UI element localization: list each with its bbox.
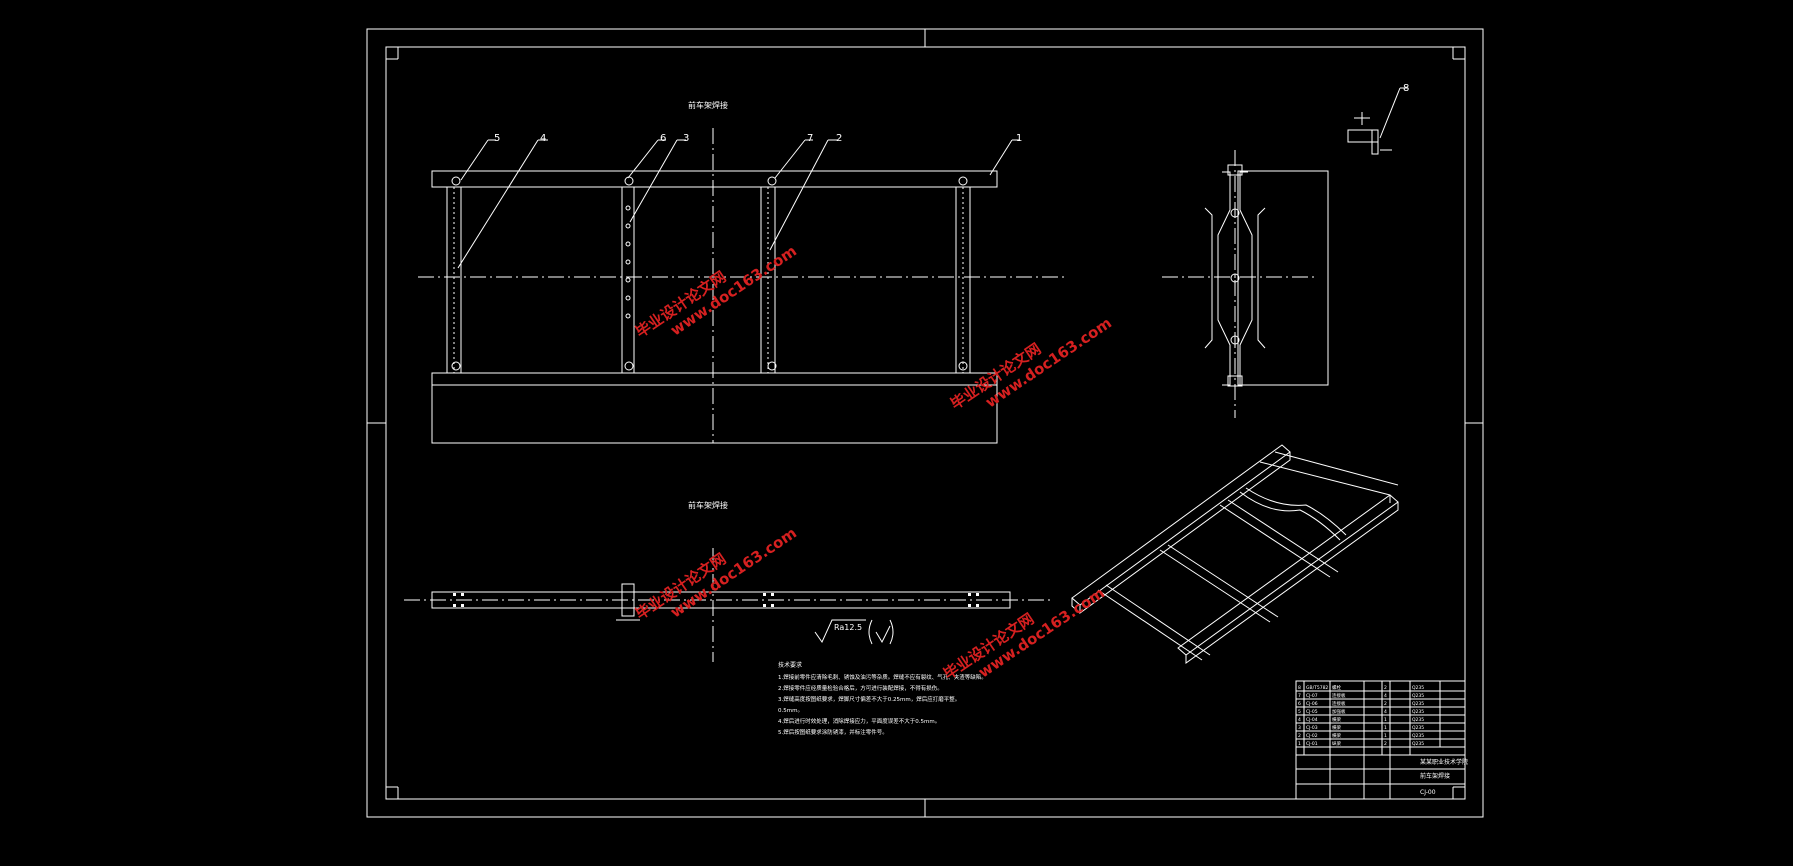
parts-list-cell: 7: [1298, 693, 1301, 699]
parts-list-cell: 螺栓: [1332, 684, 1341, 691]
parts-list-cell: 2: [1384, 741, 1387, 747]
parts-list-cell: 4: [1298, 717, 1301, 723]
parts-list-cell: 3: [1298, 725, 1301, 731]
title-block: [1295, 680, 1466, 800]
parts-list-cell: CJ-03: [1306, 725, 1318, 731]
school-name: 某某职业技术学院: [1420, 758, 1468, 766]
parts-list-cell: Q235: [1412, 701, 1424, 707]
tech-requirement-line: 4.焊后进行时效处理，消除焊接应力，平面度误差不大于0.5mm。: [778, 717, 940, 725]
parts-list-cell: Q235: [1412, 725, 1424, 731]
drawing-number: CJ-00: [1420, 789, 1436, 796]
parts-list-cell: Q235: [1412, 709, 1424, 715]
tech-requirements-heading: 技术要求: [778, 661, 802, 669]
parts-list-cell: CJ-02: [1306, 733, 1318, 739]
parts-list-cell: 横梁: [1332, 716, 1341, 723]
balloon-8: 8: [1403, 83, 1409, 94]
parts-list-cell: 横梁: [1332, 724, 1341, 731]
parts-list-cell: CJ-06: [1306, 701, 1318, 707]
balloon-3: 3: [683, 133, 689, 144]
parts-list-cell: 4: [1384, 693, 1387, 699]
top-view-label: 前车架焊接: [688, 100, 728, 110]
parts-list-cell: CJ-01: [1306, 741, 1318, 747]
parts-list-cell: GB/T5782: [1306, 685, 1328, 691]
parts-list-cell: Q235: [1412, 733, 1424, 739]
parts-list-cell: 6: [1298, 701, 1301, 707]
top-view-centerlines: [418, 128, 1068, 443]
balloon-7: 7: [807, 133, 813, 144]
balloon-4: 4: [540, 133, 546, 144]
centering-marks: [367, 29, 1483, 817]
balloon-5: 5: [494, 133, 500, 144]
watermark: 毕业设计论文网 www.doc163.com: [632, 524, 800, 624]
roughness-symbol: [814, 619, 894, 645]
tech-requirement-line: 0.5mm。: [778, 708, 803, 714]
parts-list-cell: 2: [1384, 685, 1387, 691]
parts-list-cell: 连接板: [1332, 700, 1346, 707]
bottom-view-label: 前车架焊接: [688, 500, 728, 510]
parts-list-cell: 4: [1384, 709, 1387, 715]
frame-side-view: [1204, 164, 1329, 387]
parts-list-cell: Q235: [1412, 741, 1424, 747]
drawing-name: 前车架焊接: [1420, 772, 1450, 780]
parts-list-cell: 连接板: [1332, 692, 1346, 699]
frame-top-view: [431, 170, 998, 444]
parts-list-cell: 加强板: [1332, 708, 1346, 715]
balloon-2: 2: [836, 133, 842, 144]
parts-list-cell: 1: [1384, 717, 1387, 723]
watermark: 毕业设计论文网 www.doc163.com: [947, 314, 1115, 414]
detail-view-8: [1347, 112, 1392, 155]
balloon-1: 1: [1016, 133, 1022, 144]
tech-requirement-line: 5.焊后按图纸要求涂防锈漆，并标注零件号。: [778, 728, 888, 736]
balloon-leaders: [457, 87, 1408, 269]
balloon-6: 6: [660, 133, 666, 144]
parts-list-cell: 2: [1384, 701, 1387, 707]
frame-isometric-view: [1071, 444, 1399, 664]
parts-list-cell: 5: [1298, 709, 1301, 715]
parts-list-cell: Q235: [1412, 693, 1424, 699]
parts-list-cell: CJ-04: [1306, 717, 1318, 723]
parts-list-cell: CJ-05: [1306, 709, 1318, 715]
parts-list-cell: CJ-07: [1306, 693, 1318, 699]
tech-requirement-line: 3.焊缝高度按图纸要求，焊脚尺寸偏差不大于0.25mm，焊后应打磨平整。: [778, 695, 960, 703]
parts-list-cell: 1: [1384, 733, 1387, 739]
front-view-centerlines: [404, 548, 1052, 662]
parts-list-cell: 1: [1384, 725, 1387, 731]
side-view-centerlines: [1162, 150, 1315, 418]
parts-list-cell: Q235: [1412, 717, 1424, 723]
tech-requirement-line: 1.焊接前零件应清除毛刺、锈蚀及油污等杂质。焊缝不应有裂纹、气孔、夹渣等缺陷。: [778, 673, 987, 681]
parts-list-cell: 8: [1298, 685, 1301, 691]
tech-requirement-line: 2.焊接零件应经质量检验合格后，方可进行装配焊接，不得有损伤。: [778, 684, 943, 692]
roughness-value: Ra12.5: [834, 623, 862, 632]
parts-list-cell: 1: [1298, 741, 1301, 747]
parts-list-cell: 2: [1298, 733, 1301, 739]
parts-list-cell: Q235: [1412, 685, 1424, 691]
parts-list-cell: 纵梁: [1332, 740, 1341, 747]
parts-list-cell: 横梁: [1332, 732, 1341, 739]
